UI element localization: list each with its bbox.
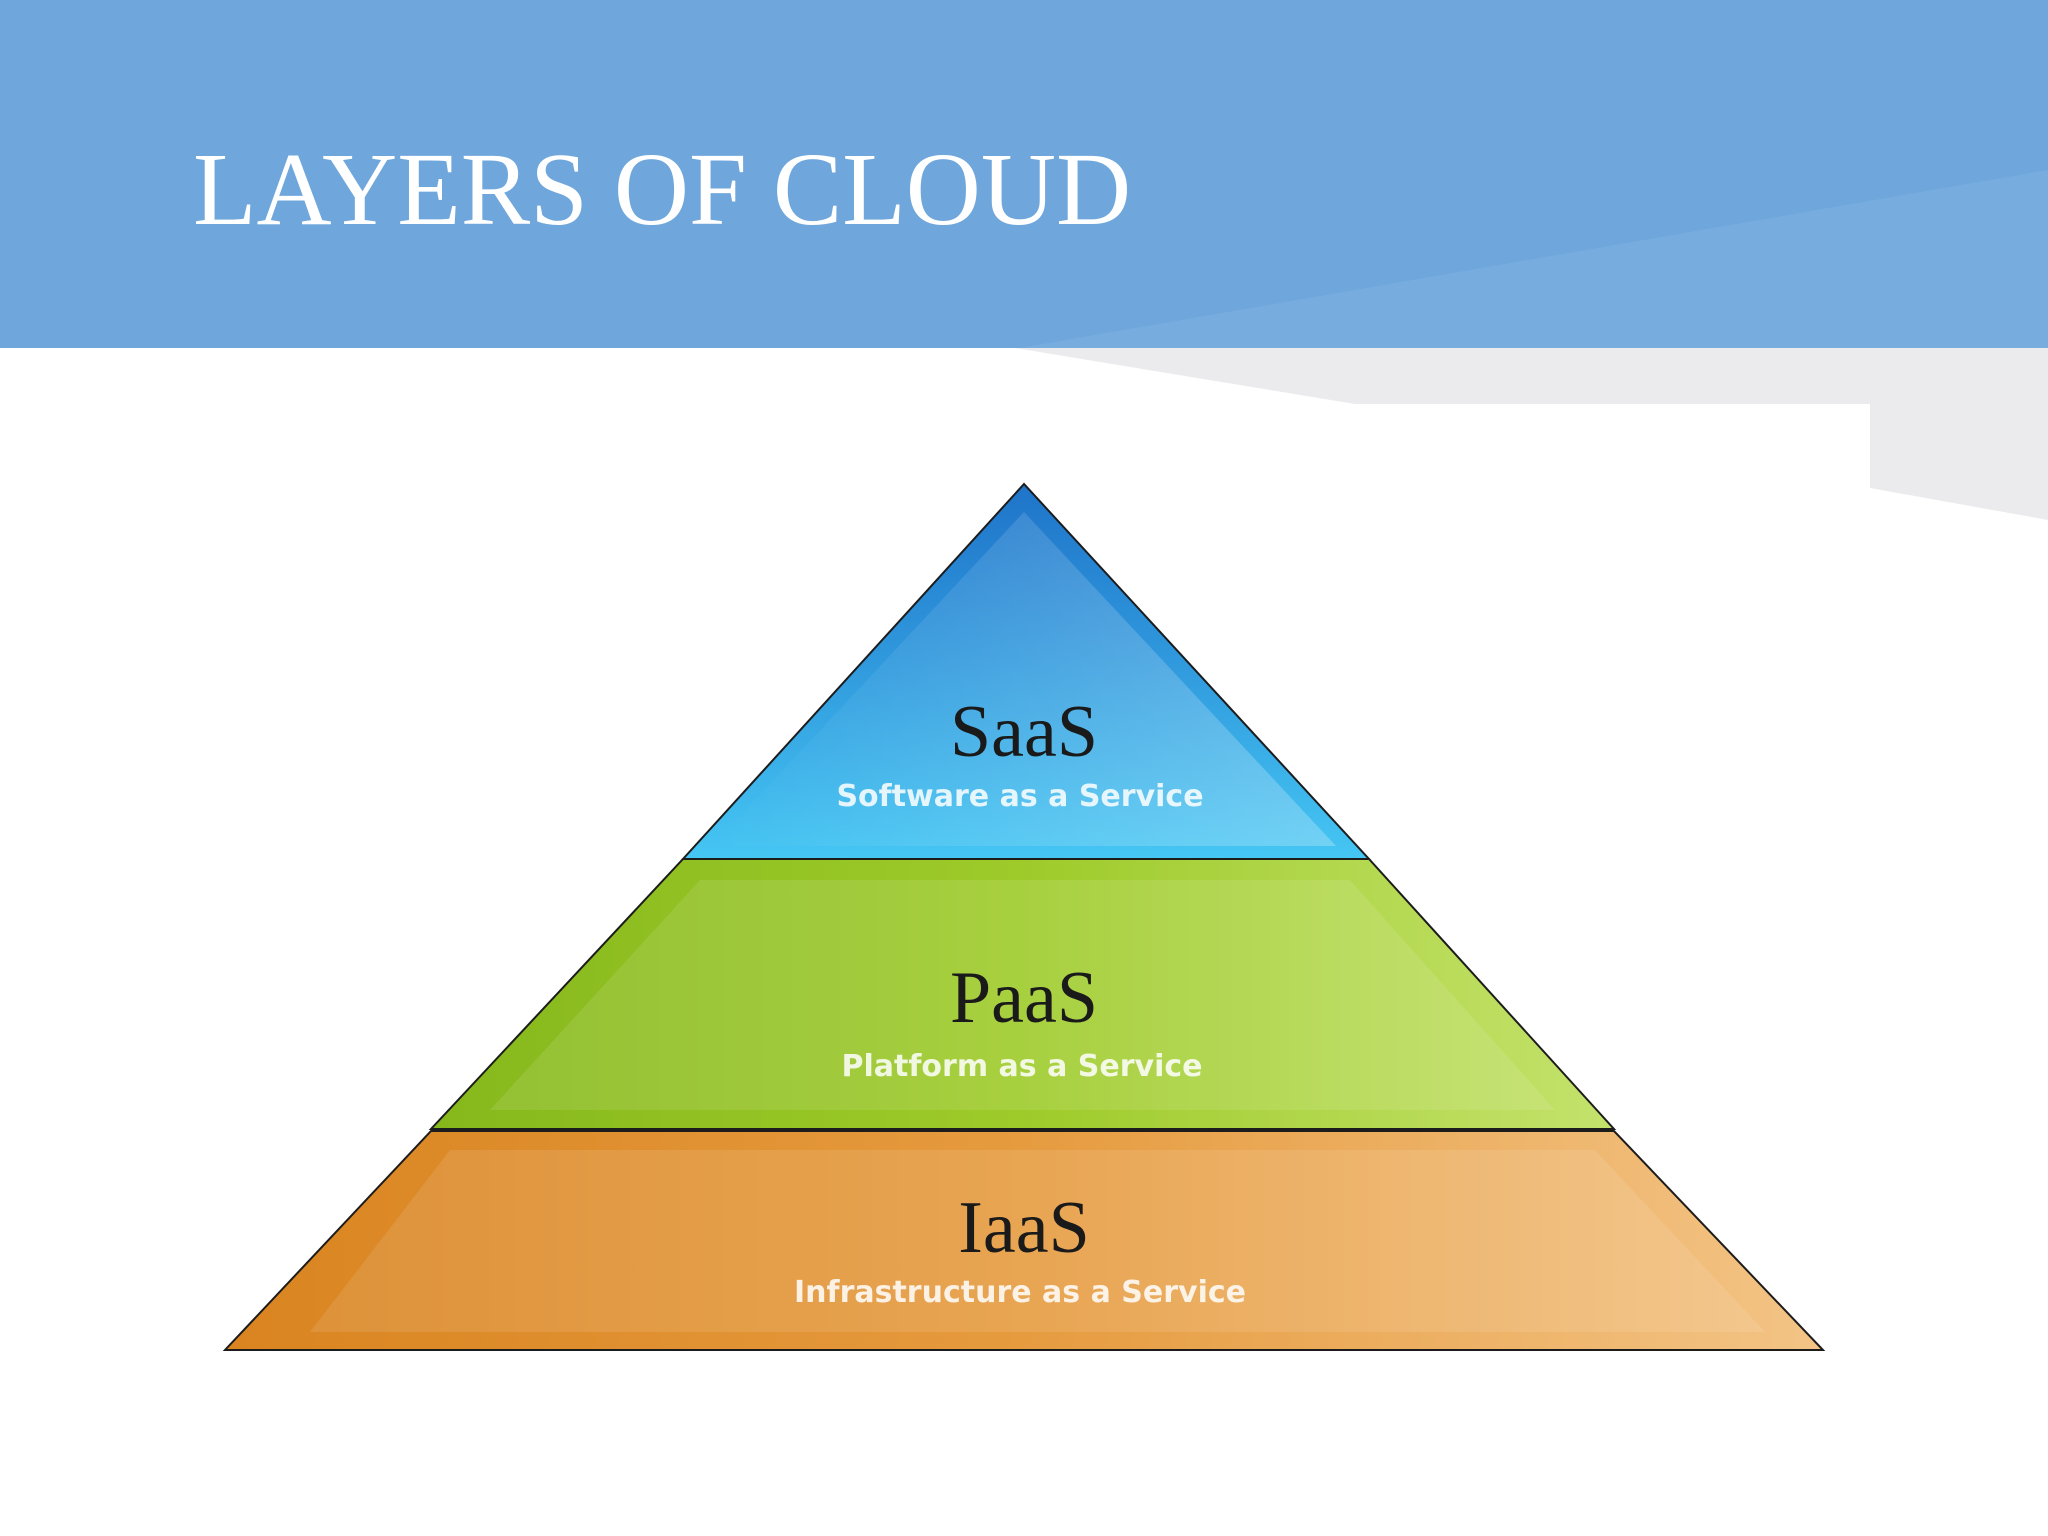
pyramid-layer-iaas: IaaS Infrastructure as a Service [222, 1130, 1826, 1351]
iaas-shape [222, 1130, 1826, 1351]
paas-full-label: Platform as a Service [842, 1049, 1203, 1084]
iaas-abbr-label: IaaS [958, 1187, 1090, 1269]
paas-abbr-label: PaaS [950, 957, 1098, 1039]
paas-shape [428, 858, 1617, 1130]
pyramid-layer-saas: SaaS Software as a Service [680, 482, 1372, 860]
pyramid-layer-paas: PaaS Platform as a Service [428, 858, 1617, 1130]
saas-highlight [712, 512, 1336, 846]
iaas-full-label: Infrastructure as a Service [794, 1275, 1246, 1310]
slide-title: LAYERS OF CLOUD [193, 132, 1132, 247]
decorative-gray-shape [1015, 348, 2048, 520]
header-highlight-shape [1020, 170, 2048, 348]
saas-full-label: Software as a Service [836, 779, 1203, 814]
paas-highlight [490, 880, 1555, 1110]
iaas-highlight [310, 1150, 1765, 1332]
saas-abbr-label: SaaS [950, 691, 1098, 773]
